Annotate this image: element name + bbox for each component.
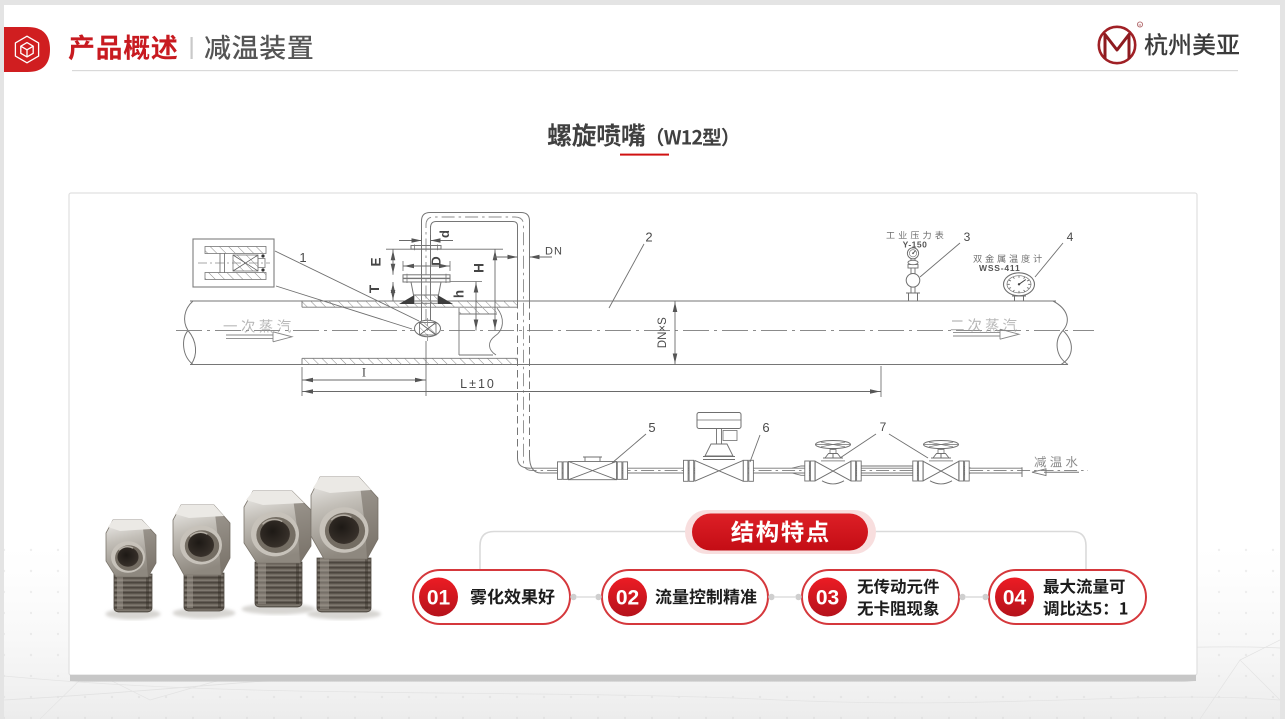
svg-text:T: T (367, 284, 382, 293)
svg-text:04: 04 (1003, 586, 1027, 609)
svg-text:WSS-411: WSS-411 (979, 263, 1021, 273)
svg-text:DN×S: DN×S (657, 317, 669, 348)
svg-text:DN: DN (545, 246, 563, 258)
svg-text:01: 01 (427, 586, 451, 609)
svg-text:2: 2 (645, 230, 652, 245)
svg-text:E: E (369, 257, 384, 266)
svg-text:Y-150: Y-150 (903, 239, 928, 249)
svg-text:H: H (472, 263, 487, 273)
svg-text:02: 02 (616, 586, 639, 609)
svg-text:3: 3 (964, 230, 971, 244)
svg-text:h: h (452, 290, 467, 298)
svg-text:d: d (437, 230, 452, 238)
svg-text:R: R (1139, 22, 1142, 27)
svg-text:03: 03 (816, 586, 839, 609)
svg-text:5: 5 (648, 420, 655, 435)
svg-text:1: 1 (299, 250, 306, 265)
svg-text:6: 6 (762, 420, 769, 435)
svg-text:7: 7 (880, 420, 887, 434)
svg-text:D: D (429, 256, 444, 265)
svg-text:L±10: L±10 (460, 377, 496, 391)
svg-text:4: 4 (1067, 230, 1074, 244)
svg-text:I: I (362, 366, 366, 380)
